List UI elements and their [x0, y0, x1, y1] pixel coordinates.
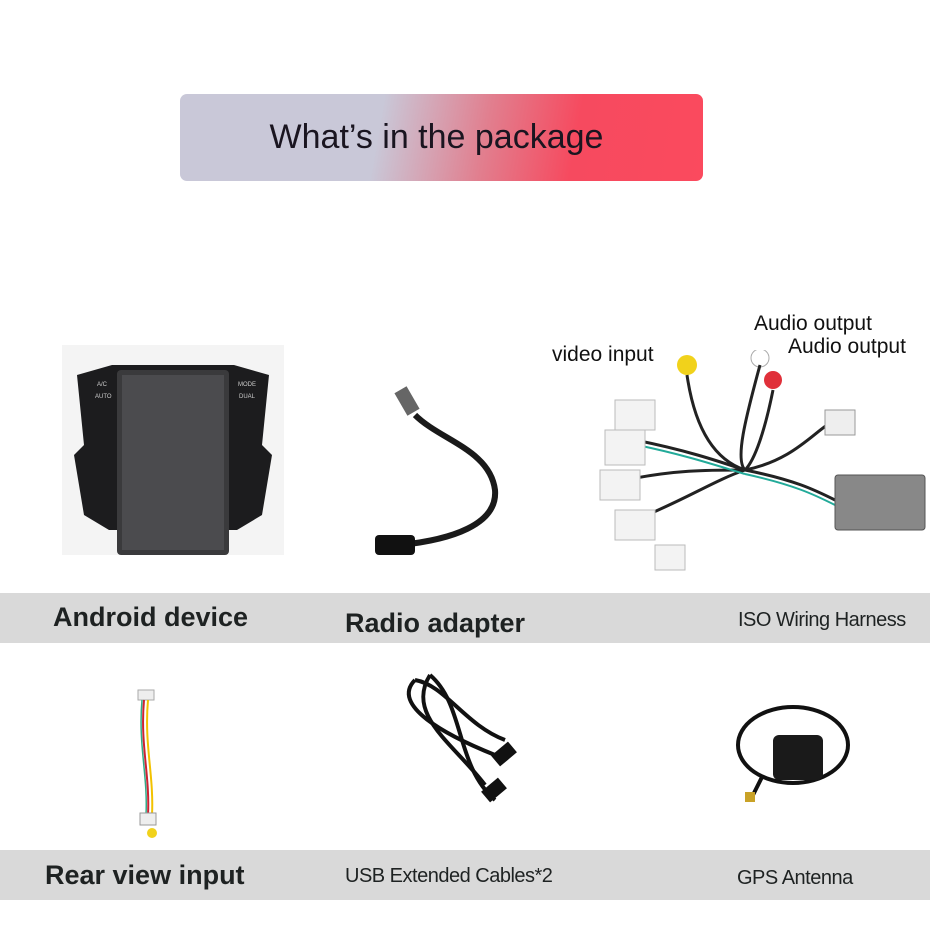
button-mode: MODE — [238, 382, 256, 388]
gps-antenna-image — [736, 705, 850, 802]
usb-cables-image — [406, 673, 517, 803]
label-android-device: Android device — [53, 602, 249, 632]
label-iso-harness: ISO Wiring Harness — [738, 609, 906, 631]
page-title: What’s in the package — [269, 118, 604, 156]
title-banner: What’s in the package — [180, 94, 703, 181]
label-usb-cables: USB Extended Cables*2 — [345, 865, 553, 887]
callout-audio-output-1: Audio output — [754, 312, 872, 335]
label-radio-adapter: Radio adapter — [345, 608, 526, 638]
label-band-bottom — [0, 850, 930, 900]
button-ac: A/C — [97, 382, 108, 388]
iso-harness-image — [599, 350, 926, 571]
label-band-top — [0, 593, 930, 643]
callout-video-input: video input — [552, 343, 654, 366]
android-device-image: A/C AUTO MODE DUAL — [62, 345, 284, 555]
radio-adapter-image — [375, 386, 499, 555]
callout-audio-output-2: Audio output — [788, 335, 906, 358]
rear-view-cable-image — [137, 689, 157, 838]
label-rear-view-input: Rear view input — [45, 860, 245, 890]
button-auto: AUTO — [95, 394, 112, 400]
label-gps-antenna: GPS Antenna — [737, 867, 853, 889]
button-dual: DUAL — [239, 394, 256, 400]
